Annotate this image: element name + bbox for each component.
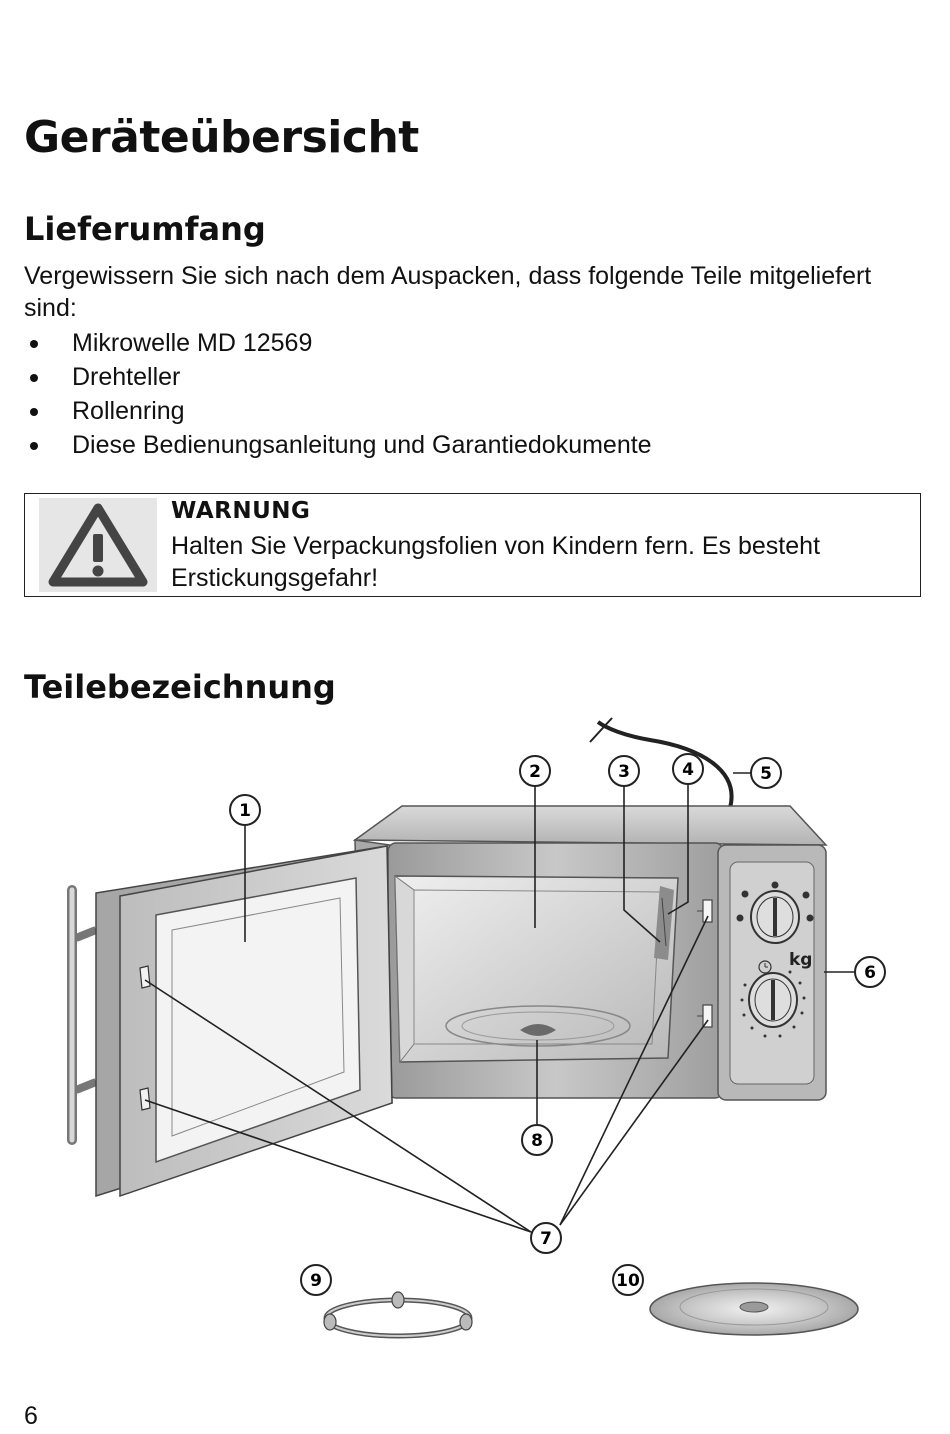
callout-1: 1	[229, 794, 261, 826]
warning-icon-panel	[39, 498, 157, 592]
microwave-top	[352, 805, 828, 846]
callout-label: 2	[529, 762, 541, 782]
list-item-text: Diese Bedienungsanleitung und Garantiedo…	[72, 431, 652, 459]
callout-label: 10	[616, 1271, 640, 1291]
callout-8: 8	[521, 1124, 553, 1156]
callout-label: 9	[310, 1271, 322, 1291]
callout-label: 7	[540, 1229, 552, 1249]
callout-label: 6	[864, 963, 876, 983]
section-heading-lieferumfang: Lieferumfang	[24, 210, 266, 248]
callout-10: 10	[612, 1264, 644, 1296]
list-item-text: Drehteller	[72, 363, 181, 391]
list-item: Rollenring	[24, 394, 652, 428]
bullet-icon	[30, 408, 38, 416]
timer-dial	[748, 960, 798, 1028]
roller-ring	[323, 1291, 473, 1339]
list-item-text: Mikrowelle MD 12569	[72, 329, 313, 357]
list-item: Mikrowelle MD 12569	[24, 326, 652, 360]
callout-label: 8	[531, 1131, 543, 1151]
power-dial	[736, 881, 814, 944]
list-item: Drehteller	[24, 360, 652, 394]
page-title: Geräteübersicht	[24, 112, 419, 163]
bullet-icon	[30, 340, 38, 348]
callout-label: 4	[682, 760, 694, 780]
list-item-text: Rollenring	[72, 397, 185, 425]
warning-triangle-icon	[48, 503, 148, 587]
power-cord	[596, 720, 734, 809]
lieferumfang-intro: Vergewissern Sie sich nach dem Auspacken…	[24, 262, 872, 322]
warning-title: WARNUNG	[171, 498, 311, 524]
callout-7: 7	[530, 1222, 562, 1254]
callout-5: 5	[750, 757, 782, 789]
turntable-plate	[649, 1282, 859, 1336]
section-heading-teilebezeichnung: Teilebezeichnung	[24, 668, 336, 706]
bullet-icon	[30, 442, 38, 450]
door-handle	[67, 885, 98, 1145]
callout-label: 1	[239, 801, 251, 821]
callout-9: 9	[300, 1264, 332, 1296]
list-item: Diese Bedienungsanleitung und Garantiedo…	[24, 428, 652, 462]
callout-6: 6	[854, 956, 886, 988]
callout-label: 5	[760, 764, 772, 784]
callout-4: 4	[672, 753, 704, 785]
lieferumfang-list: Mikrowelle MD 12569 Drehteller Rollenrin…	[24, 326, 652, 462]
door-window	[155, 877, 361, 1164]
warning-text: Halten Sie Verpackungsfolien von Kindern…	[171, 532, 821, 592]
callout-2: 2	[519, 755, 551, 787]
callout-3: 3	[608, 755, 640, 787]
dial-kg-label: kg	[789, 950, 812, 970]
warning-box: WARNUNG Halten Sie Verpackungsfolien von…	[24, 493, 921, 597]
microwave-parts-diagram: kg	[67, 717, 886, 1339]
page-number: 6	[24, 1402, 38, 1430]
bullet-icon	[30, 374, 38, 382]
callout-label: 3	[618, 762, 630, 782]
